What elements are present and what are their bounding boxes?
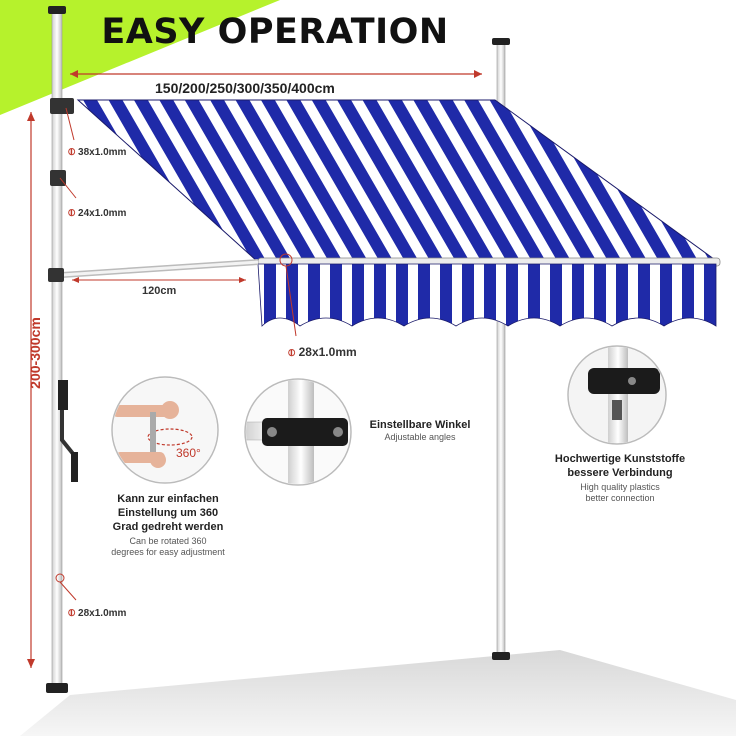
pipe-diameter-icon: ⦶ xyxy=(68,147,76,158)
pipe-diameter-icon: ⦶ xyxy=(68,608,76,619)
width-dimension-label: 150/200/250/300/350/400cm xyxy=(155,80,335,96)
rotate-360-badge: 360° xyxy=(176,446,201,460)
pipe-diameter-icon: ⦶ xyxy=(68,208,76,219)
page-title: EASY OPERATION xyxy=(101,12,449,52)
height-dimension-label: 200-300cm xyxy=(27,317,43,389)
arm-dimension-label: 120cm xyxy=(142,285,177,297)
awning-canopy xyxy=(76,99,720,263)
floor-shadow xyxy=(20,650,736,736)
rotate-caption: Kann zur einfachen Einstellung um 360 Gr… xyxy=(111,493,225,557)
pipe-label-top: ⦶ 38x1.0mm xyxy=(68,147,127,158)
pipe-label-bottom: ⦶ 28x1.0mm xyxy=(68,608,127,619)
plastics-caption: Hochwertige Kunststoffe bessere Verbindu… xyxy=(554,453,686,503)
pipe-label-front: ⦶ 28x1.0mm xyxy=(288,345,357,359)
awning-valance xyxy=(257,263,717,327)
pipe-diameter-icon: ⦶ xyxy=(288,348,296,359)
pipe-label-upper: ⦶ 24x1.0mm xyxy=(68,208,127,219)
angles-caption: Einstellbare Winkel Adjustable angles xyxy=(369,419,471,442)
green-corner xyxy=(0,0,280,115)
